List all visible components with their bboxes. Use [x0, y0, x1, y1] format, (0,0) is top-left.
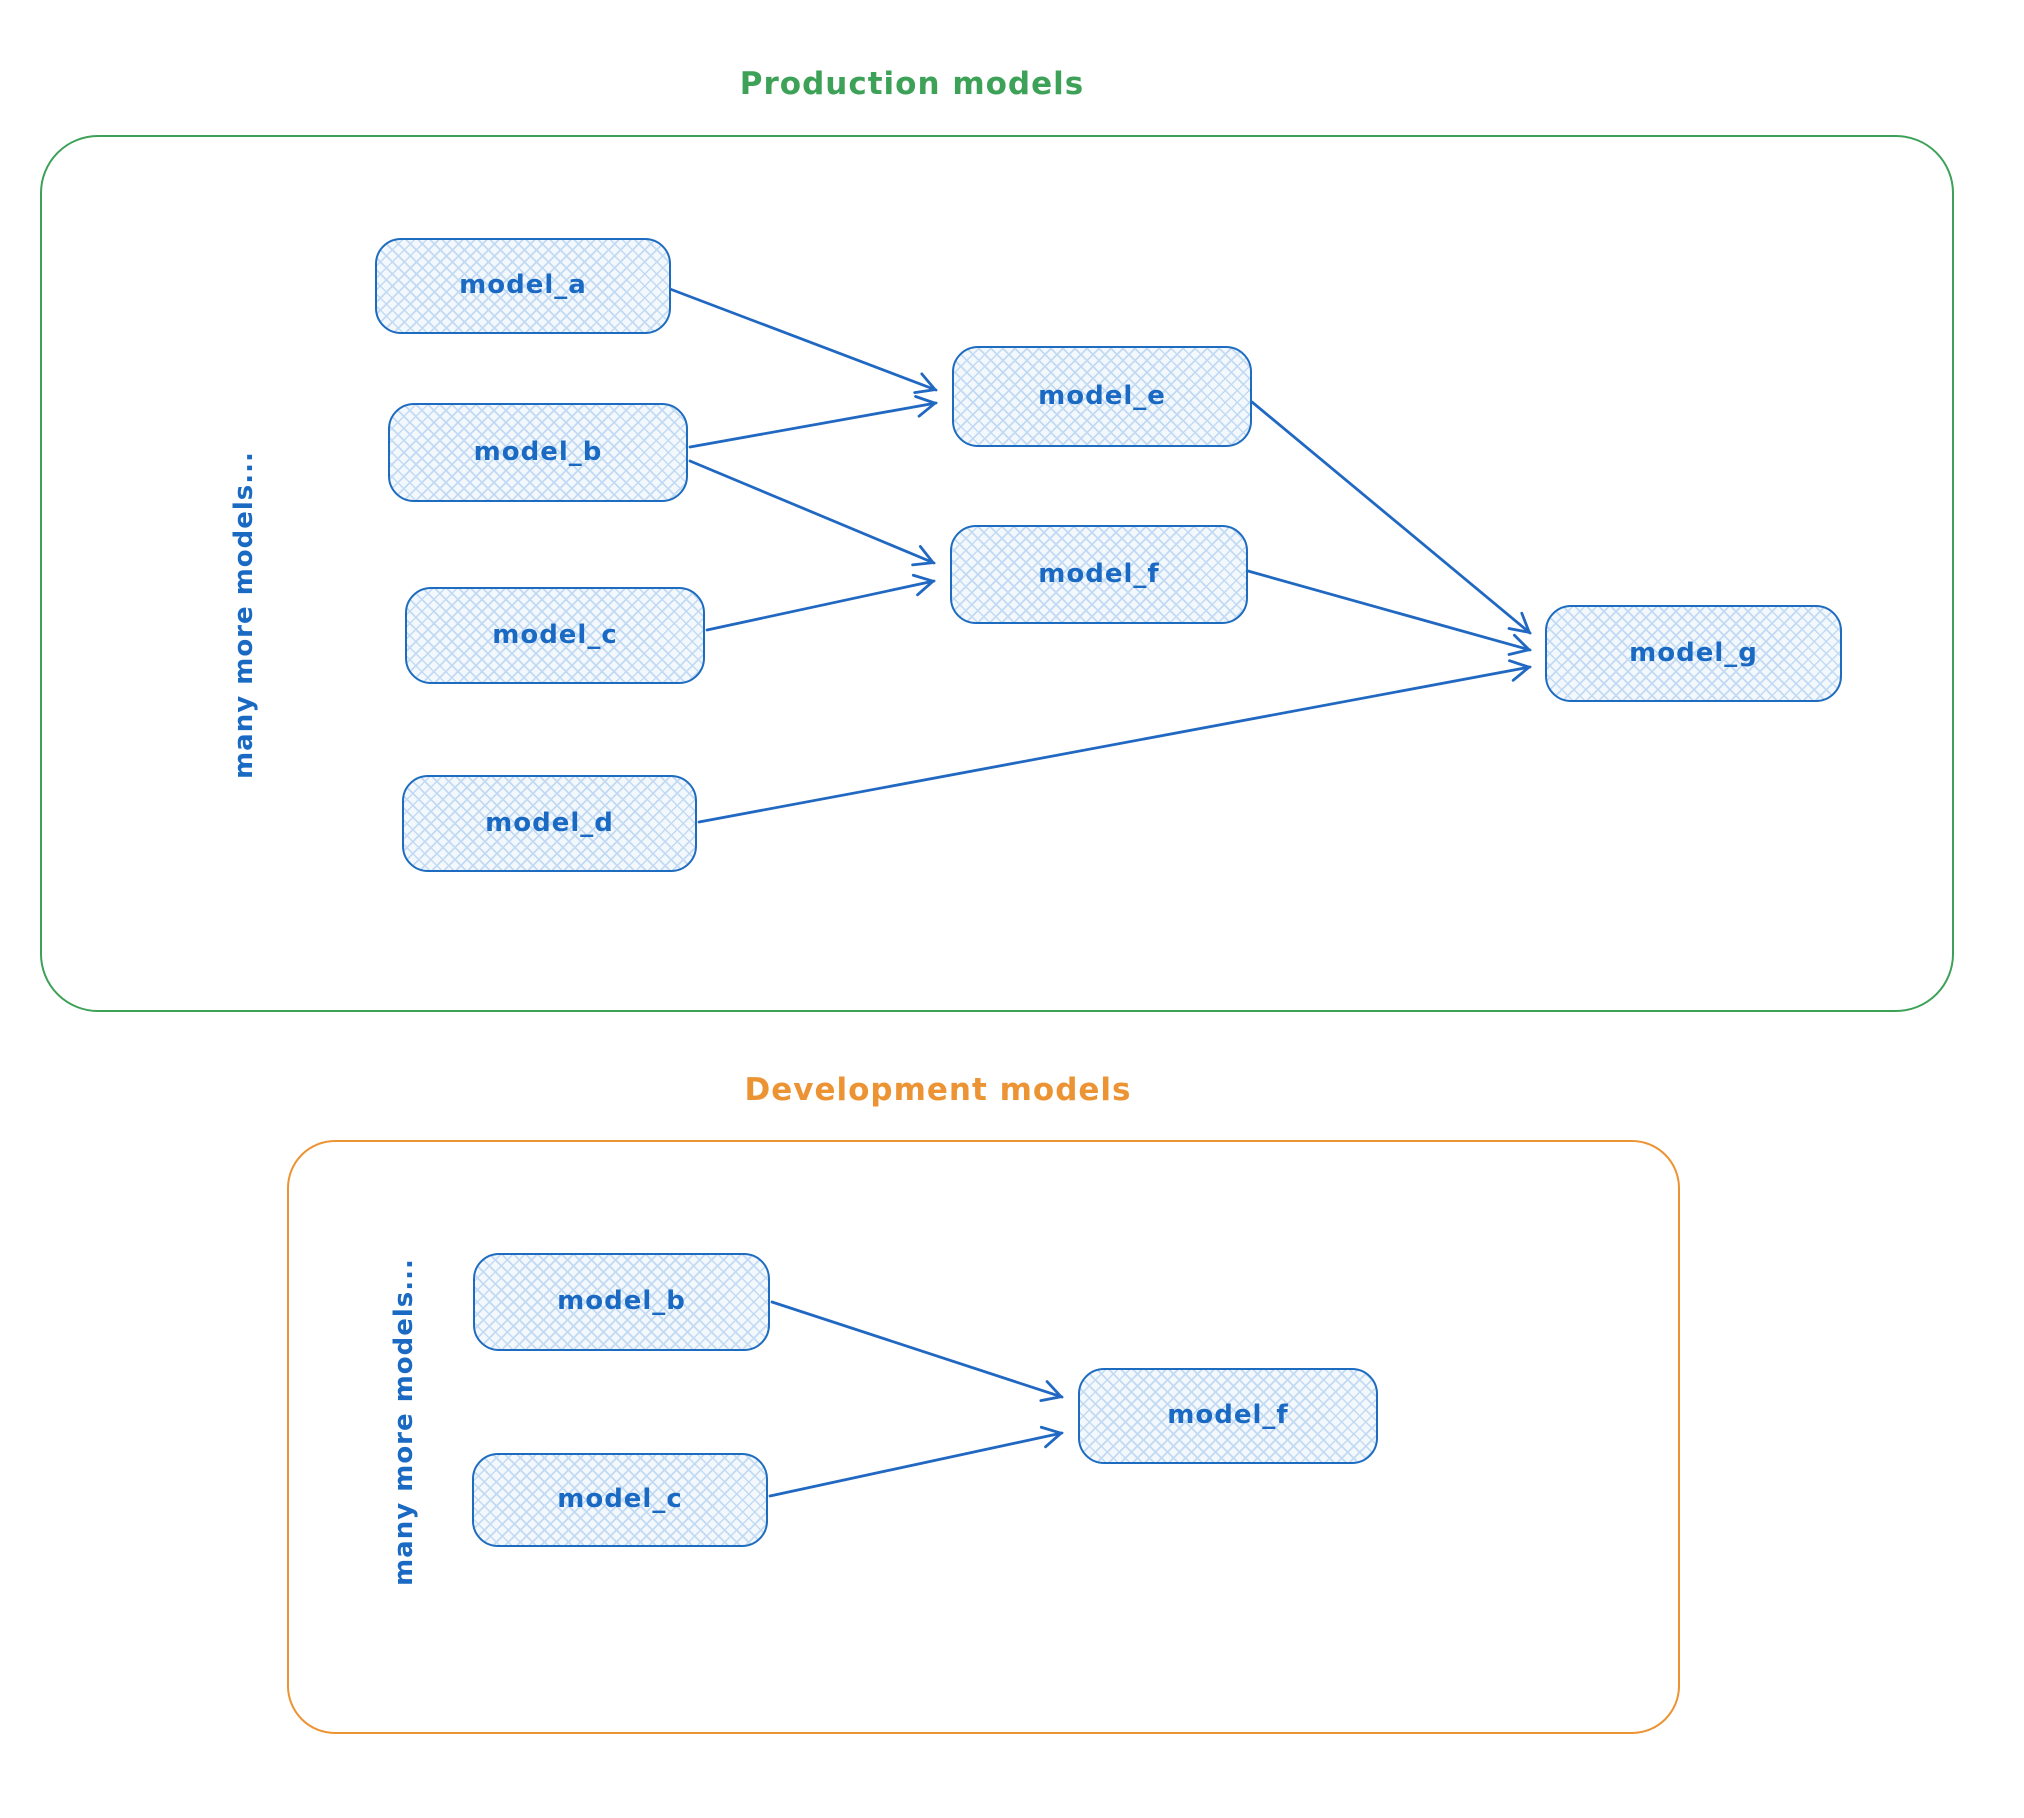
node-development-model_f: model_f — [1078, 1368, 1378, 1464]
node-production-model_d: model_d — [402, 775, 697, 872]
node-production-model_e: model_e — [952, 346, 1252, 447]
node-label: model_c — [492, 619, 618, 650]
node-production-model_c: model_c — [405, 587, 705, 684]
node-label: model_b — [557, 1286, 686, 1316]
node-production-model_b: model_b — [388, 403, 688, 502]
node-label: model_g — [1629, 637, 1758, 668]
node-label: model_b — [473, 436, 603, 467]
node-production-model_g: model_g — [1545, 605, 1842, 702]
production-side-label: many more models... — [229, 451, 259, 779]
node-label: model_f — [1167, 1400, 1289, 1430]
node-label: model_c — [557, 1484, 683, 1514]
node-production-model_a: model_a — [375, 238, 671, 334]
node-label: model_a — [459, 270, 587, 300]
development-side-label: many more models... — [389, 1258, 419, 1586]
node-label: model_e — [1038, 380, 1166, 411]
node-production-model_f: model_f — [950, 525, 1248, 624]
node-development-model_c: model_c — [472, 1453, 768, 1547]
node-label: model_f — [1038, 558, 1160, 589]
production-container — [40, 135, 1954, 1012]
node-label: model_d — [485, 807, 614, 838]
node-development-model_b: model_b — [473, 1253, 770, 1351]
production-section-title: Production models — [739, 66, 1085, 102]
development-container — [287, 1140, 1680, 1734]
development-section-title: Development models — [744, 1072, 1132, 1108]
